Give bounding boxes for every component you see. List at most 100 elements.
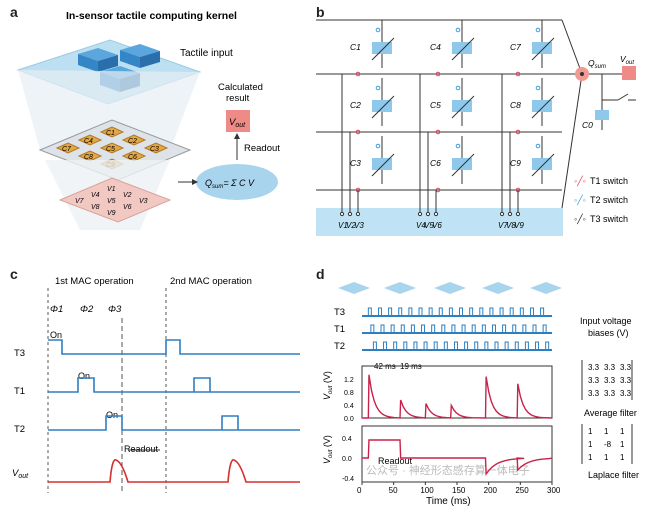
average-filter-cell: 3.3 xyxy=(604,376,616,385)
pulse xyxy=(469,307,474,317)
average-filter-cell: 3.3 xyxy=(604,389,616,398)
top-plot-frame xyxy=(361,365,553,419)
c0-capacitor xyxy=(595,110,609,120)
pulse xyxy=(423,341,428,351)
average-filter-cell: 3.3 xyxy=(620,363,632,372)
cap-variable-arrow xyxy=(371,95,395,119)
svg-text:◦╱◦: ◦╱◦ xyxy=(574,194,586,206)
pulse xyxy=(502,324,507,334)
pulse xyxy=(403,341,408,351)
input-bias-line2: biases (V) xyxy=(588,328,629,338)
pulse xyxy=(532,324,537,334)
average-filter-label: Average filter xyxy=(584,408,637,418)
pulse xyxy=(529,307,534,317)
sensor-cell-label: C7 xyxy=(62,146,72,153)
pulse xyxy=(383,341,388,351)
capacitor xyxy=(452,158,472,170)
svg-text:◦╱◦: ◦╱◦ xyxy=(574,213,586,225)
voltage-label: V3 xyxy=(354,221,364,230)
voltage-label: V6 xyxy=(432,221,442,230)
t1-switch xyxy=(435,129,441,135)
result-label: result xyxy=(226,93,250,104)
x-tick-label: 100 xyxy=(420,486,434,495)
pulse xyxy=(413,341,418,351)
sensor-cell-label: C1 xyxy=(106,130,115,137)
pulse xyxy=(410,324,415,334)
laplace-filter-cell: 1 xyxy=(620,440,625,449)
equation-text: Qsum= Σ C V xyxy=(205,178,255,190)
panel-a-title: In-sensor tactile computing kernel xyxy=(66,10,237,22)
x-tick-label: 150 xyxy=(452,486,466,495)
voltage-cell-label: V3 xyxy=(139,198,148,205)
capacitor xyxy=(372,42,392,54)
voltage-terminal xyxy=(499,211,505,217)
on-label-t1: On xyxy=(78,371,90,381)
sensor-cell xyxy=(99,126,125,138)
panel-a-diagram: In-sensor tactile computing kernel C1C2C… xyxy=(16,10,280,230)
sensor-cell-label: C2 xyxy=(128,138,137,145)
pulse xyxy=(519,307,524,317)
pulse xyxy=(448,307,453,317)
laplace-filter-label: Laplace filter xyxy=(588,470,639,480)
pulse xyxy=(438,307,443,317)
voltage-cell-label: V6 xyxy=(123,204,132,211)
capacitor xyxy=(372,158,392,170)
trace-t3 xyxy=(48,339,300,355)
cap-variable-arrow xyxy=(531,95,555,119)
phase3: Φ3 xyxy=(108,304,122,315)
sensor-cell-label: C5 xyxy=(106,146,115,153)
voltage-label: V1 xyxy=(338,221,348,230)
tactile-icon xyxy=(482,282,514,294)
t2-switch xyxy=(535,143,541,149)
t2-switch xyxy=(455,27,461,33)
legend-t1: T1 switch xyxy=(590,176,628,186)
pulse xyxy=(418,307,423,317)
capacitor xyxy=(532,158,552,170)
panel-label-a: a xyxy=(10,4,18,20)
pulse xyxy=(443,341,448,351)
voltage-label: V5 xyxy=(424,221,434,230)
cap-label: C3 xyxy=(350,158,361,168)
pulse xyxy=(471,324,476,334)
laplace-filter-cell: 1 xyxy=(620,453,625,462)
laplace-filter-cell: 1 xyxy=(588,427,593,436)
voltage-cell-label: V1 xyxy=(107,186,116,193)
row-t2: T2 xyxy=(14,424,25,435)
sensor-cell-label: C4 xyxy=(84,138,93,145)
pulse xyxy=(451,324,456,334)
sensor-cell xyxy=(77,134,103,146)
pulse xyxy=(504,341,509,351)
t1-switch xyxy=(355,71,361,77)
cap-variable-arrow xyxy=(371,37,395,61)
pulse xyxy=(393,341,398,351)
pulse xyxy=(491,324,496,334)
pulse xyxy=(509,307,514,317)
pulse xyxy=(441,324,446,334)
pulse xyxy=(377,307,382,317)
voltage-cell-label: V4 xyxy=(91,192,100,199)
pulse xyxy=(398,307,403,317)
tactile-icon xyxy=(434,282,466,294)
capacitor xyxy=(452,100,472,112)
readout-label-d: Readout xyxy=(378,456,413,466)
voltage-terminal xyxy=(339,211,345,217)
on-label-t2: On xyxy=(106,410,118,420)
op1-label: 1st MAC operation xyxy=(55,276,134,287)
y-label-top: Vout (V) xyxy=(322,371,334,400)
voltage-cell-label: V8 xyxy=(91,204,100,211)
capacitor xyxy=(532,42,552,54)
row-d-t3: T3 xyxy=(334,307,345,318)
on-label-t3: On xyxy=(50,330,62,340)
x-tick-label: 300 xyxy=(547,486,561,495)
readout-label: Readout xyxy=(244,143,280,154)
y-tick-bottom: 0.4 xyxy=(342,436,352,443)
laplace-filter-cell: 1 xyxy=(620,427,625,436)
panel-label-c: c xyxy=(10,266,18,282)
row-d-t2: T2 xyxy=(334,341,345,352)
x-tick-label: 50 xyxy=(389,486,398,495)
